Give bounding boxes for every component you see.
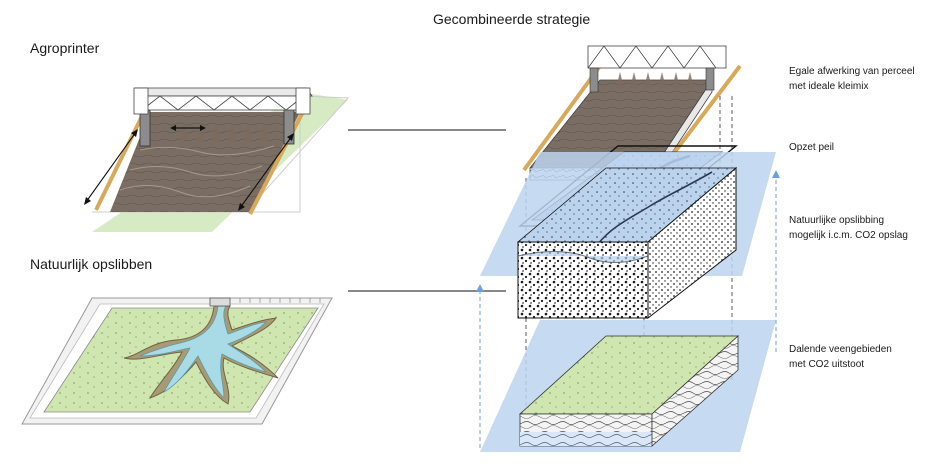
arrow-head-left-h bbox=[170, 125, 176, 131]
gantry-truss bbox=[141, 95, 307, 111]
label-veen-line2: met CO2 uitstoot bbox=[789, 359, 865, 370]
label-veen-line1: Dalende veengebieden bbox=[789, 344, 892, 355]
left-travel-arrow-head1 bbox=[84, 197, 91, 205]
label-opslibbing-line2: mogelijk i.c.m. CO2 opslag bbox=[789, 230, 908, 241]
layer-dalende-veengebieden bbox=[518, 335, 740, 447]
label-egale-afwerking-line1: Egale afwerking van perceel bbox=[789, 66, 915, 77]
left-travel-arrow bbox=[85, 131, 137, 203]
agroprinter-heading: Agroprinter bbox=[30, 40, 100, 56]
left-rail bbox=[94, 107, 148, 211]
blue-arrow-head-right bbox=[772, 170, 780, 178]
label-opslibbing-line1: Natuurlijke opslibbing bbox=[789, 215, 885, 226]
printed-soil-bed bbox=[110, 112, 300, 212]
peat-side-face bbox=[651, 335, 739, 447]
soil-wave-lines bbox=[119, 145, 275, 198]
natuurlijk-opslibben-illustration bbox=[21, 297, 333, 425]
arrow-head-right-h bbox=[200, 125, 206, 131]
label-egale-afwerking: Egale afwerking van perceel met ideale k… bbox=[789, 64, 915, 94]
truss-diagonals bbox=[141, 95, 305, 111]
inlet-gate bbox=[209, 297, 231, 307]
label-dalende-veengebieden: Dalende veengebieden met CO2 uitstoot bbox=[789, 342, 892, 372]
label-egale-afwerking-line2: met ideale kleimix bbox=[789, 81, 869, 92]
right-travel-arrow-head2 bbox=[287, 133, 294, 141]
frame-ticks bbox=[239, 298, 321, 303]
gantry-beam bbox=[135, 87, 313, 97]
layer-natuurlijke-opslibbing bbox=[516, 166, 738, 320]
left-travel-arrow-head2 bbox=[131, 129, 138, 137]
gantry-left-block bbox=[133, 87, 149, 115]
top-gantry-left-leg bbox=[589, 67, 599, 93]
label-opzet-peil: Opzet peil bbox=[789, 142, 835, 153]
label-natuurlijke-opslibbing: Natuurlijke opslibbing mogelijk i.c.m. C… bbox=[789, 213, 908, 243]
right-travel-arrow bbox=[239, 135, 293, 209]
top-gantry-truss bbox=[587, 45, 727, 69]
top-gantry-right-leg bbox=[705, 67, 715, 91]
blue-dashed-arrows bbox=[479, 176, 777, 448]
clay-left-rail bbox=[522, 64, 602, 172]
agroprinter-illustration bbox=[84, 87, 350, 232]
natuurlijk-opslibben-heading: Natuurlijk opslibben bbox=[30, 256, 153, 272]
right-rail bbox=[248, 109, 306, 215]
spray-heads bbox=[180, 120, 268, 142]
diagram-title: Gecombineerde strategie bbox=[433, 11, 591, 27]
top-gantry-diagonals bbox=[587, 45, 717, 69]
right-travel-arrow-head1 bbox=[238, 203, 245, 211]
gantry-left-leg bbox=[139, 109, 151, 147]
top-spray-heads bbox=[616, 72, 694, 88]
peat-blue-band bbox=[520, 432, 652, 446]
blue-arrow-head-left bbox=[476, 284, 484, 292]
sediment-water-edge bbox=[517, 250, 649, 263]
gantry-right-block bbox=[295, 87, 311, 115]
sediment-side-face bbox=[647, 166, 737, 320]
water-channel bbox=[139, 305, 268, 399]
sediment-top-channel bbox=[597, 171, 713, 245]
